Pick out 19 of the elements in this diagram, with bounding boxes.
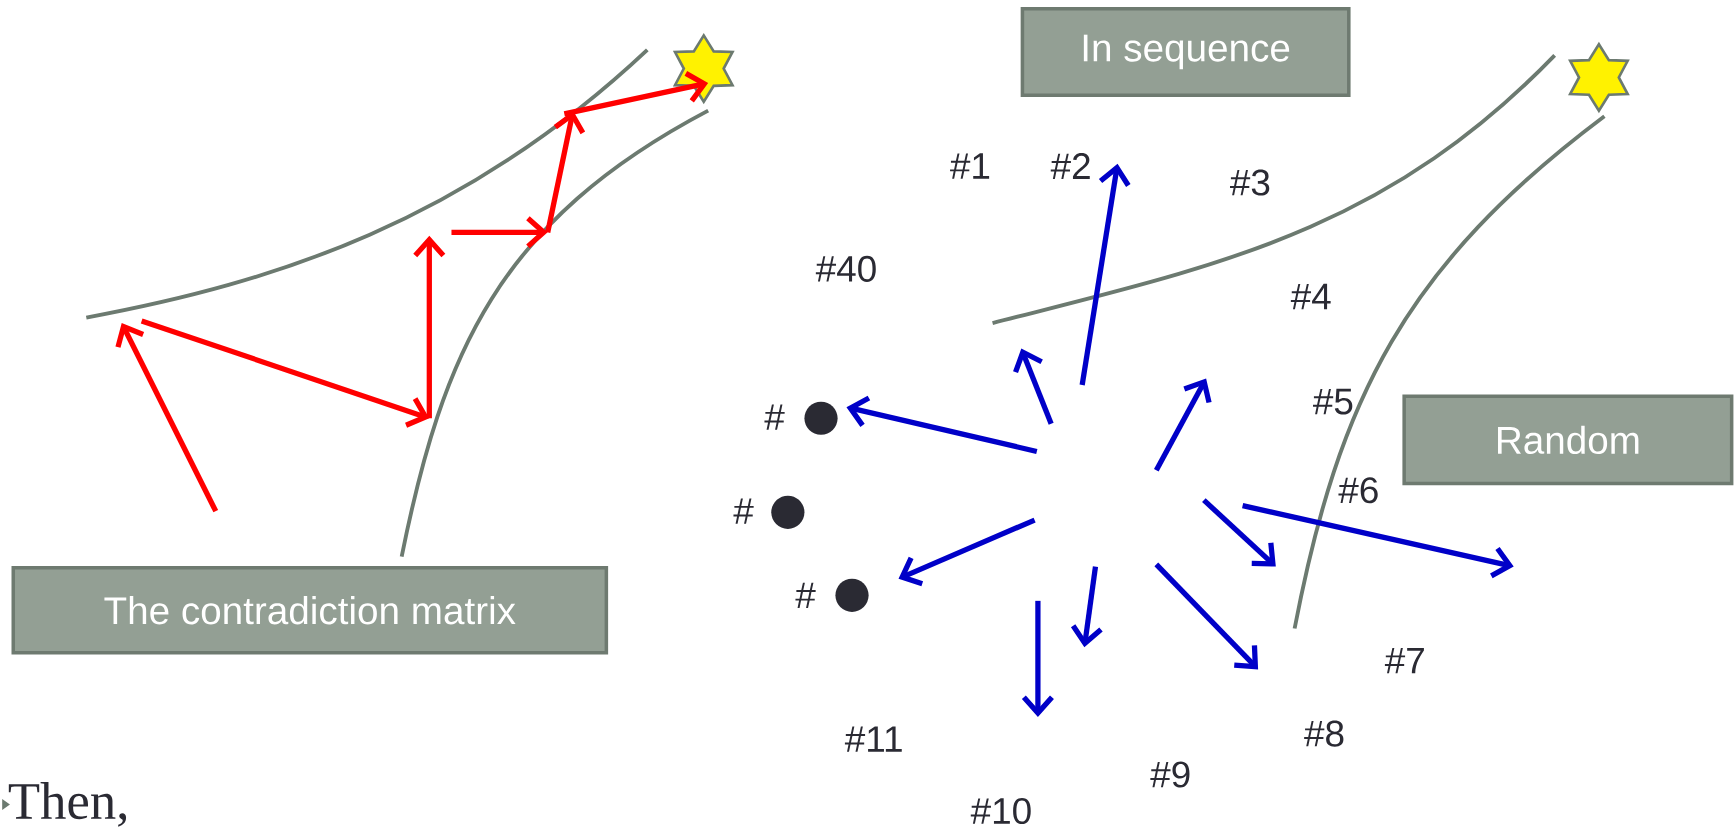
number-label: # [733,498,754,524]
label-box: In sequence [1020,7,1351,97]
number-label: #1 [950,153,990,179]
label-box: The contradiction matrix [11,565,609,655]
number-label: #11 [844,726,902,752]
number-label: #4 [1290,283,1331,310]
number-label: #40 [815,255,876,282]
number-label: # [764,404,785,430]
number-label: # [795,582,816,608]
number-label: #9 [1150,761,1190,788]
number-label: #2 [1050,153,1090,179]
number-label: #5 [1313,388,1353,415]
number-label: #6 [1338,477,1378,504]
number-label: #7 [1384,647,1424,674]
number-label: #8 [1304,720,1344,747]
number-label: #3 [1230,169,1270,196]
label-box: Random [1402,394,1734,486]
text: Then, [8,782,127,827]
number-label: #10 [970,798,1031,825]
